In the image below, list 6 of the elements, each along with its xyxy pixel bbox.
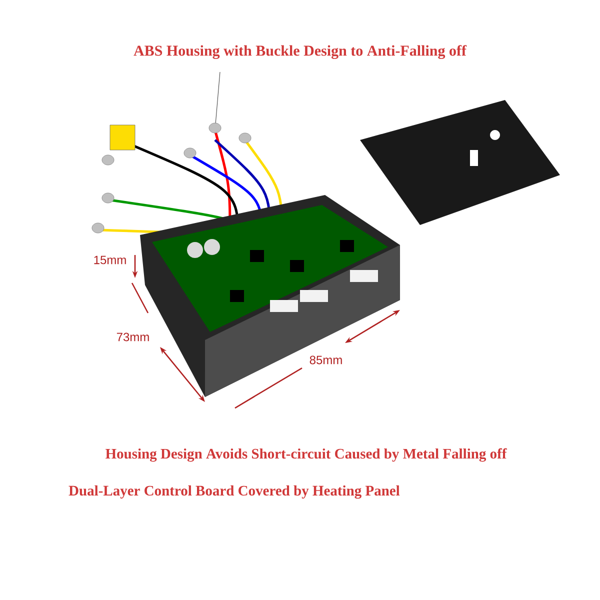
dimension-label: 85mm <box>310 356 342 364</box>
caption-text: Housing Design Avoids Short-circuit Caused by Metal Falling off <box>106 448 507 462</box>
title: ABS Housing with Buckle Design to Anti-Falling off <box>134 45 467 59</box>
caption-text: Dual-Layer Control Board Covered by Heating Panel <box>68 485 400 499</box>
dimension-label: 15mm <box>94 256 126 264</box>
dimension-label: 73mm <box>116 332 149 342</box>
